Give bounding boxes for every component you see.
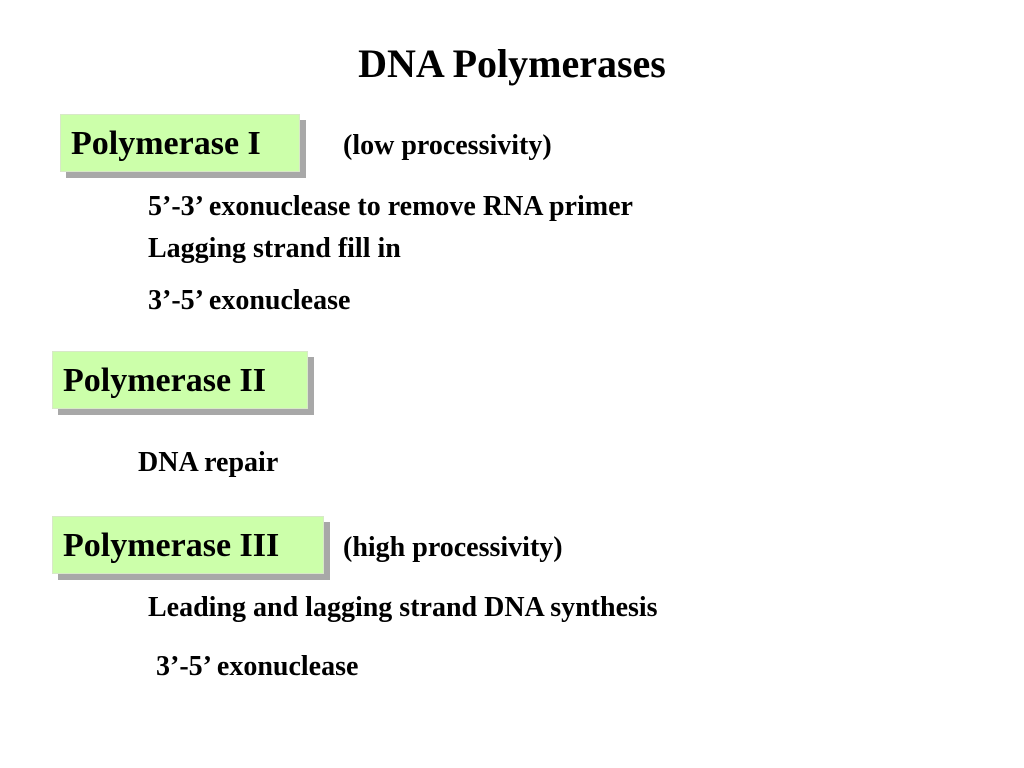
slide-title: DNA Polymerases [358, 41, 666, 86]
polymerase-iii-processivity-note: (high processivity) [343, 532, 563, 563]
polymerase-iii-function-1: Leading and lagging strand DNA synthesis [148, 592, 658, 623]
polymerase-ii-function-1: DNA repair [138, 447, 279, 478]
polymerase-iii-function-2: 3’-5’ exonuclease [156, 651, 359, 682]
polymerase-i-function-3: 3’-5’ exonuclease [148, 285, 351, 316]
polymerase-iii-label-box: Polymerase III [52, 516, 324, 574]
polymerase-i-processivity-note: (low processivity) [343, 130, 552, 161]
polymerase-ii-label-box: Polymerase II [52, 351, 308, 409]
polymerase-i-function-2: Lagging strand fill in [148, 233, 401, 264]
polymerase-i-function-1: 5’-3’ exonuclease to remove RNA primer [148, 191, 633, 222]
polymerase-i-label-box: Polymerase I [60, 114, 300, 172]
